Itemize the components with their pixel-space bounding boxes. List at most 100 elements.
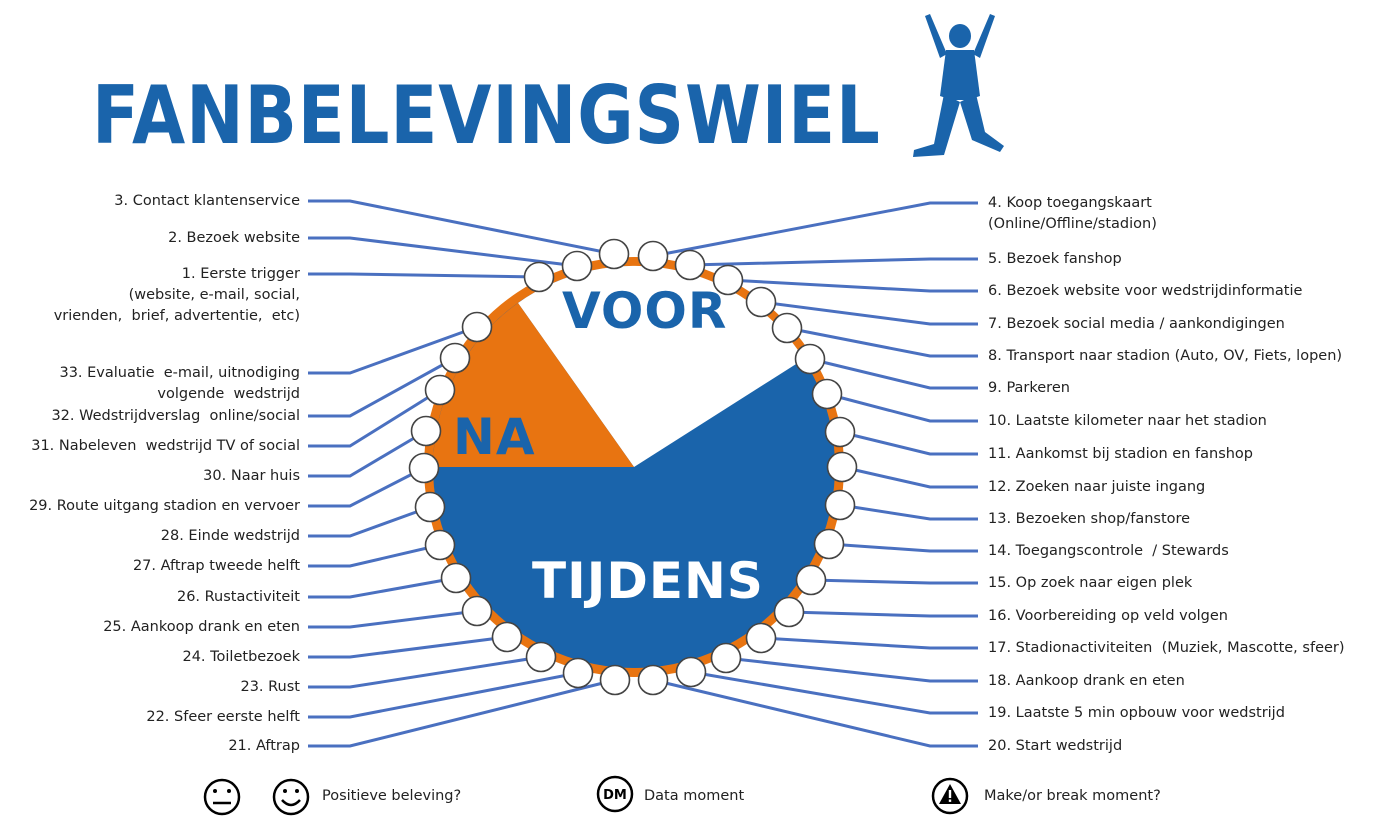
touchpoint-label-right: 17. Stadionactiviteiten (Muziek, Mascott… — [988, 640, 1345, 656]
smiley-face-icon — [272, 778, 310, 816]
touchpoint-label-right: 8. Transport naar stadion (Auto, OV, Fie… — [988, 348, 1343, 364]
touchpoint-label-left: 29. Route uitgang stadion en vervoer — [29, 498, 300, 514]
touchpoint-label-left: 25. Aankoop drank en eten — [103, 619, 300, 635]
touchpoint-label-right: 18. Aankoop drank en eten — [988, 673, 1185, 689]
touchpoint-label-right: 12. Zoeken naar juiste ingang — [988, 479, 1206, 495]
wheel-na-sector — [433, 303, 634, 467]
connector-line — [308, 236, 578, 268]
touchpoint-node — [637, 664, 669, 696]
connector-line — [788, 610, 978, 618]
touchpoint-label-left: 22. Sfeer eerste helft — [146, 709, 300, 725]
connector-line — [725, 656, 978, 683]
touchpoint-label-right: 7. Bezoek social media / aankondigingen — [988, 316, 1285, 332]
touchpoint-node — [414, 491, 446, 523]
touchpoint-node — [811, 378, 843, 410]
touchpoint-node — [440, 562, 472, 594]
connector-line — [652, 678, 978, 748]
legend-make-break-label: Make/or break moment? — [984, 788, 1161, 804]
touchpoint-label-right: 14. Toegangscontrole / Stewards — [988, 543, 1229, 559]
touchpoint-label-left: 21. Aftrap — [228, 738, 300, 754]
connector-line — [652, 201, 978, 258]
touchpoint-label-right: 19. Laatste 5 min opbouw voor wedstrijd — [988, 705, 1285, 721]
touchpoint-label-left: 28. Einde wedstrijd — [160, 528, 300, 544]
touchpoint-node — [795, 564, 827, 596]
touchpoint-node — [674, 249, 706, 281]
touchpoint-node — [491, 621, 523, 653]
connector-line — [308, 272, 540, 279]
touchpoint-label-left: 31. Nabeleven wedstrijd TV of social — [31, 438, 300, 454]
connector-line — [308, 199, 615, 256]
jumping-figure-icon — [913, 14, 1004, 157]
touchpoint-node — [745, 622, 777, 654]
neutral-face-icon — [203, 778, 241, 816]
touchpoint-nodes — [408, 238, 858, 696]
connector-line — [308, 543, 441, 568]
touchpoint-node — [771, 312, 803, 344]
connector-lines — [308, 199, 978, 748]
touchpoint-label-left: 32. Wedstrijdverslag online/social — [51, 408, 300, 424]
touchpoint-node — [424, 529, 456, 561]
touchpoint-label-left: 2. Bezoek website — [168, 230, 300, 246]
touchpoint-label-right: 6. Bezoek website voor wedstrijdinformat… — [988, 283, 1303, 299]
legend-data-moment-label: Data moment — [644, 788, 745, 804]
touchpoint-label-left: 3. Contact klantenservice — [114, 193, 300, 209]
touchpoint-node — [813, 528, 845, 560]
connector-line — [308, 325, 478, 375]
connector-line — [841, 465, 978, 489]
segment-voor-label: VOOR — [562, 282, 728, 340]
page-title: FANBELEVINGSWIEL — [92, 69, 881, 162]
touchpoint-label-right: 10. Laatste kilometer naar het stadion — [988, 413, 1267, 429]
data-moment-badge: DM — [603, 788, 627, 803]
touchpoint-label-left: 23. Rust — [240, 679, 300, 695]
connector-line — [810, 578, 978, 585]
connector-line — [308, 388, 441, 448]
connector-line — [308, 671, 579, 719]
touchpoint-node — [824, 489, 856, 521]
touchpoint-node — [408, 452, 440, 484]
touchpoint-label-right: 16. Voorbereiding op veld volgen — [988, 608, 1228, 624]
touchpoint-node — [712, 264, 744, 296]
data-moment-icon: DM — [596, 775, 634, 813]
connector-line — [308, 635, 508, 659]
touchpoint-node — [824, 416, 856, 448]
touchpoint-label-right: 13. Bezoeken shop/fanstore — [988, 511, 1191, 527]
connector-line — [308, 576, 457, 599]
touchpoint-node — [826, 451, 858, 483]
touchpoint-node — [637, 240, 669, 272]
touchpoint-node — [525, 641, 557, 673]
touchpoint-label-left: 24. Toiletbezoek — [182, 649, 300, 665]
touchpoint-label-left: 30. Naar huis — [203, 468, 300, 484]
connector-line — [308, 429, 427, 478]
touchpoint-node — [424, 374, 456, 406]
touchpoint-label-right: 15. Op zoek naar eigen plek — [988, 575, 1193, 591]
connector-line — [760, 636, 978, 650]
touchpoint-label-left: 27. Aftrap tweede helft — [132, 558, 300, 574]
touchpoint-label-right: 20. Start wedstrijd — [988, 738, 1123, 754]
connector-line — [308, 655, 542, 689]
connector-line — [308, 609, 478, 629]
touchpoint-node — [598, 238, 630, 270]
touchpoint-node — [410, 415, 442, 447]
touchpoint-node — [773, 596, 805, 628]
touchpoint-node — [461, 595, 493, 627]
touchpoint-label-right: 9. Parkeren — [988, 380, 1070, 396]
touchpoint-node — [710, 642, 742, 674]
touchpoint-node — [439, 342, 471, 374]
touchpoint-label-right: 11. Aankomst bij stadion en fanshop — [988, 446, 1254, 462]
touchpoint-node — [523, 261, 555, 293]
connector-line — [690, 670, 978, 715]
legend-positive-label: Positieve beleving? — [322, 788, 462, 804]
connector-line — [308, 466, 425, 508]
segment-tijdens-label: TIJDENS — [532, 552, 764, 610]
connector-line — [839, 503, 978, 521]
touchpoint-node — [675, 656, 707, 688]
connector-line — [839, 430, 978, 456]
touchpoint-node — [599, 664, 631, 696]
connector-line — [689, 257, 978, 267]
touchpoint-label-left: 1. Eerste trigger (website, e-mail, soci… — [53, 266, 300, 324]
connector-line — [308, 356, 456, 418]
warning-icon — [931, 777, 969, 815]
touchpoint-label-right: 5. Bezoek fanshop — [988, 251, 1122, 267]
connector-line — [786, 326, 978, 358]
